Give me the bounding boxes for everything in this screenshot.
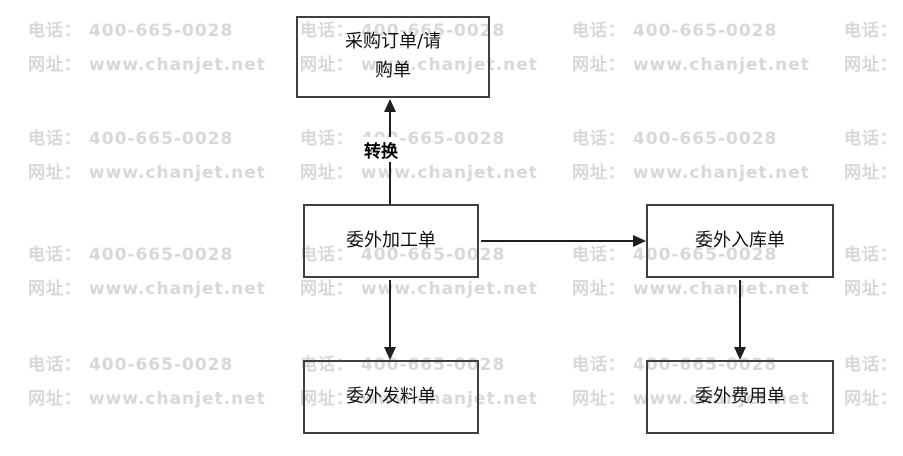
arrow-up-icon [384, 99, 396, 112]
arrow-down-icon-right [734, 347, 746, 360]
arrow-inbound-to-expense-line [739, 280, 741, 347]
node-outsource-expense-order-label: 委外费用单 [695, 385, 785, 407]
node-outsource-inbound-order-label: 委外入库单 [695, 229, 785, 251]
arrow-right-icon [633, 235, 646, 247]
arrow-process-to-inbound-line [481, 240, 633, 242]
node-outsource-process-order-label: 委外加工单 [346, 229, 436, 251]
node-outsource-process-order: 委外加工单 [303, 204, 479, 278]
node-outsource-inbound-order: 委外入库单 [646, 204, 834, 278]
arrow-process-to-issue-line [389, 280, 391, 347]
arrow-down-icon-left [384, 347, 396, 360]
node-purchase-order: 采购订单/请购单 [296, 16, 490, 98]
node-outsource-expense-order: 委外费用单 [646, 360, 834, 434]
node-outsource-issue-order: 委外发料单 [303, 360, 479, 434]
node-outsource-issue-order-label: 委外发料单 [346, 385, 436, 407]
node-purchase-order-label: 采购订单/请购单 [344, 31, 442, 81]
edge-label-convert: 转换 [362, 137, 400, 162]
